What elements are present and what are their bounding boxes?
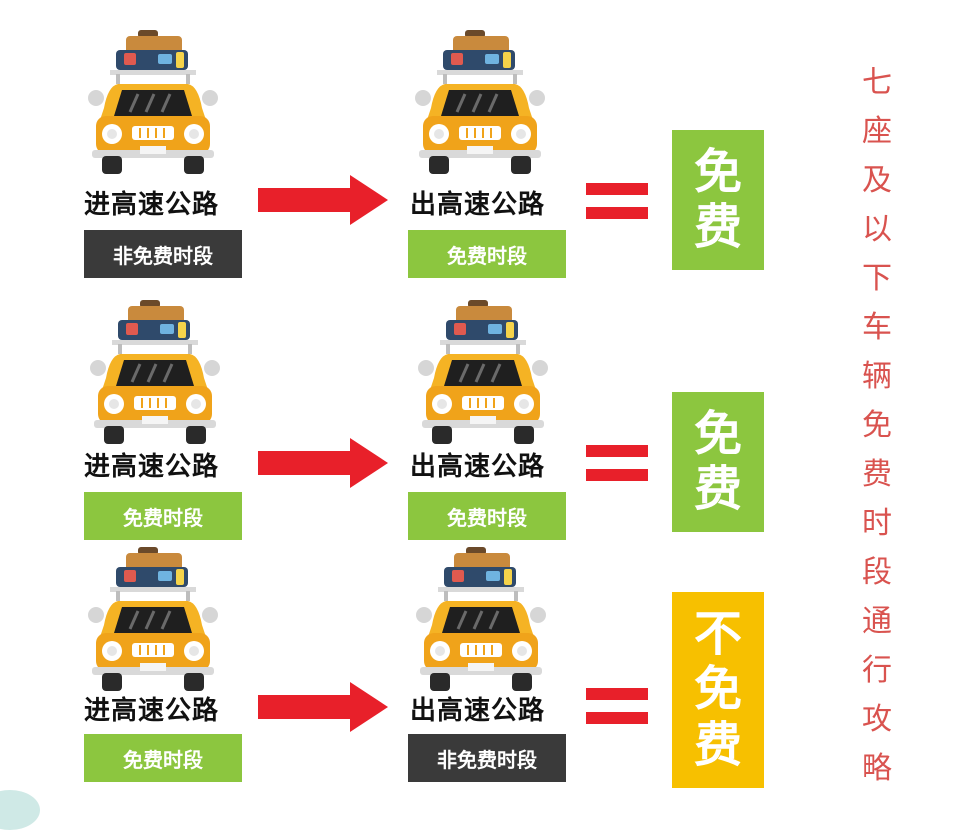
result-char: 免 [693,143,742,200]
side-title: 七 座 及 以 下 车 辆 免 费 时 段 通 行 攻 略 [842,58,912,793]
result-char: 费 [693,461,742,517]
title-char: 以 [862,212,892,247]
corner-decoration [0,790,40,830]
title-char: 费 [862,457,892,492]
title-char: 七 [862,65,892,100]
taxi-enter-icon [90,298,220,448]
exit-highway-label: 出高速公路 [410,190,546,220]
title-char: 通 [862,604,892,639]
result-char: 免 [693,661,742,718]
equals-icon [586,183,648,221]
title-char: 及 [862,163,892,198]
scenario-row-3: 进高速公路 免费时段 出高速公路 非免费时段 不 免 费 [0,0,840,788]
taxi-exit-icon [418,298,548,448]
title-char: 座 [862,114,892,149]
enter-highway-label: 进高速公路 [84,696,220,726]
title-char: 略 [862,751,892,786]
title-char: 下 [862,261,892,296]
taxi-exit-icon [416,545,546,695]
exit-period-badge: 非免费时段 [408,734,566,782]
title-char: 段 [862,555,892,590]
equals-icon [586,445,648,483]
enter-highway-label: 进高速公路 [84,452,220,482]
result-char: 费 [693,716,742,773]
enter-period-badge: 免费时段 [84,492,242,540]
enter-highway-label: 进高速公路 [84,190,220,220]
result-box: 免 费 [672,392,764,532]
exit-period-badge: 免费时段 [408,492,566,540]
title-char: 行 [862,653,892,688]
right-arrow-icon [258,438,388,488]
result-char: 费 [693,199,742,255]
enter-period-badge: 免费时段 [84,734,242,782]
enter-period-badge: 非免费时段 [84,230,242,278]
exit-period-badge: 免费时段 [408,230,566,278]
title-char: 车 [862,310,892,345]
right-arrow-icon [258,682,388,732]
title-char: 辆 [862,359,892,394]
title-char: 免 [862,408,892,443]
title-char: 攻 [862,702,892,737]
scenario-row-2: 进高速公路 免费时段 出高速公路 免费时段 免 费 [0,0,840,540]
exit-highway-label: 出高速公路 [410,696,546,726]
taxi-enter-icon [88,545,218,695]
title-char: 时 [862,506,892,541]
result-box: 不 免 费 [672,592,764,788]
result-char: 不 [693,606,742,663]
result-box: 免 费 [672,130,764,270]
result-char: 免 [693,405,742,462]
exit-highway-label: 出高速公路 [410,452,546,482]
equals-icon [586,688,648,726]
scenario-row-1: 进高速公路 非免费时段 出高速公路 免费时段 免 费 [0,0,840,278]
